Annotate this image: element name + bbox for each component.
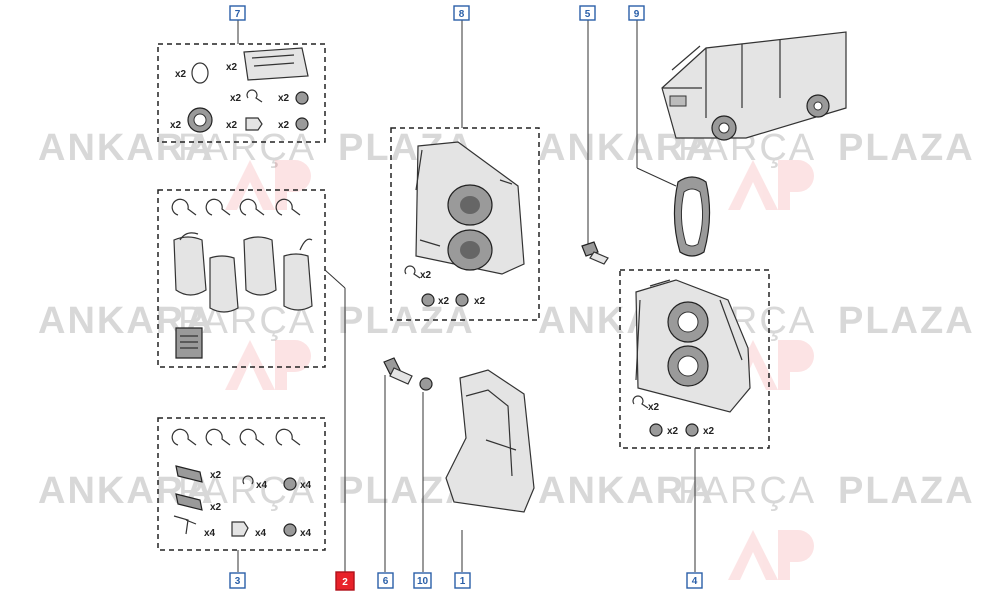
qty-label: x2 bbox=[703, 426, 715, 437]
callout-10[interactable]: 10 bbox=[413, 572, 432, 589]
callout-9[interactable]: 9 bbox=[628, 5, 645, 21]
dust-boot-icon bbox=[231, 521, 249, 537]
kit-4-caliper-assembly: x2 x2 x2 bbox=[619, 269, 770, 572]
callout-number: 5 bbox=[585, 9, 591, 20]
dust-boot-icon bbox=[245, 117, 263, 131]
callout-number: 9 bbox=[634, 9, 640, 20]
van-illustration-icon bbox=[661, 31, 847, 141]
callout-number: 7 bbox=[235, 9, 241, 20]
callout-6[interactable]: 6 bbox=[377, 572, 394, 589]
spring-clip-icon bbox=[246, 89, 263, 103]
part-1-caliper-carrier bbox=[445, 369, 535, 572]
washer-icon bbox=[283, 523, 297, 537]
kit-2-brake-pads bbox=[157, 189, 346, 572]
part-5-bleed-screw bbox=[581, 20, 609, 265]
ap-logo-watermark-icon bbox=[728, 160, 814, 210]
washer-icon bbox=[295, 117, 309, 131]
washer-icon bbox=[455, 293, 469, 307]
spring-clip-icon bbox=[404, 265, 421, 279]
qty-label: x2 bbox=[474, 296, 486, 307]
washer-icon bbox=[421, 293, 435, 307]
watermark-word: PLAZA bbox=[338, 300, 475, 342]
qty-label: x4 bbox=[300, 480, 312, 491]
qty-label: x2 bbox=[667, 426, 679, 437]
instruction-sheet-icon bbox=[175, 327, 203, 359]
brake-pad-icon bbox=[209, 255, 239, 313]
callout-number: 6 bbox=[383, 576, 389, 587]
kit-7-seals: x2 x2 x2 x2 x2 x2 x2 bbox=[157, 20, 326, 143]
watermark-word: PARÇA bbox=[678, 470, 816, 512]
qty-label: x4 bbox=[256, 480, 268, 491]
watermark-word: PLAZA bbox=[838, 300, 975, 342]
callout-8[interactable]: 8 bbox=[453, 5, 470, 21]
kit-frame bbox=[157, 417, 326, 551]
wear-sensor-icon bbox=[179, 232, 313, 251]
brake-pad-icon bbox=[243, 236, 277, 296]
washer-icon bbox=[295, 91, 309, 105]
qty-label: x4 bbox=[300, 528, 312, 539]
brake-pad-icon bbox=[283, 253, 313, 311]
watermark-word: PARÇA bbox=[178, 127, 316, 169]
callout-number: 1 bbox=[460, 576, 466, 587]
qty-label: x2 bbox=[438, 296, 450, 307]
qty-label: x4 bbox=[255, 528, 267, 539]
spring-clip-icon bbox=[171, 198, 301, 216]
callout-number: 10 bbox=[417, 576, 429, 587]
callout-3[interactable]: 3 bbox=[229, 572, 246, 589]
washer-icon bbox=[685, 423, 699, 437]
ap-logo-watermark-icon bbox=[728, 530, 814, 580]
spring-clip-icon bbox=[632, 395, 649, 409]
qty-label: x2 bbox=[210, 470, 222, 481]
qty-label: x2 bbox=[170, 120, 182, 131]
qty-label: x4 bbox=[204, 528, 216, 539]
kit-8-caliper-assembly: x2 x2 x2 bbox=[390, 20, 540, 321]
kit-frame bbox=[157, 43, 326, 143]
callout-number: 3 bbox=[235, 576, 241, 587]
part-6-bolt bbox=[383, 357, 413, 572]
guide-bushing-icon bbox=[175, 493, 203, 511]
callout-7[interactable]: 7 bbox=[229, 5, 246, 21]
callout-number: 8 bbox=[459, 9, 465, 20]
washer-icon bbox=[649, 423, 663, 437]
qty-label: x2 bbox=[278, 93, 290, 104]
o-ring-icon bbox=[191, 62, 209, 84]
qty-label: x2 bbox=[226, 62, 238, 73]
washer-icon bbox=[419, 377, 433, 391]
qty-label: x2 bbox=[230, 93, 242, 104]
kit-3-accessories: x2 x4 x4 x2 x4 x4 x4 bbox=[157, 417, 326, 572]
anti-rattle-spring-icon bbox=[173, 515, 197, 535]
callout-4[interactable]: 4 bbox=[686, 572, 703, 589]
watermark-word: ANKARA bbox=[38, 127, 215, 169]
qty-label: x2 bbox=[210, 502, 222, 513]
callout-number: 4 bbox=[692, 576, 698, 587]
brake-pad-icon bbox=[173, 236, 207, 296]
part-9-repair-ring bbox=[636, 20, 711, 257]
kit-frame bbox=[619, 269, 770, 449]
washer-icon bbox=[283, 477, 297, 491]
kit-frame bbox=[157, 189, 326, 368]
qty-label: x2 bbox=[278, 120, 290, 131]
callout-2-selected[interactable]: 2 bbox=[335, 571, 355, 591]
watermark-word: ANKARA bbox=[538, 470, 715, 512]
spring-clip-icon bbox=[242, 475, 254, 485]
qty-label: x2 bbox=[226, 120, 238, 131]
spring-clip-icon bbox=[171, 428, 301, 446]
qty-label: x2 bbox=[420, 270, 432, 281]
kit-frame bbox=[390, 127, 540, 321]
callout-5[interactable]: 5 bbox=[579, 5, 596, 21]
qty-label: x2 bbox=[175, 69, 187, 80]
brake-caliper-icon bbox=[635, 279, 751, 413]
callout-1[interactable]: 1 bbox=[454, 572, 471, 589]
ap-logo-watermark-icon bbox=[225, 340, 311, 390]
part-10-washer bbox=[419, 377, 433, 572]
callout-number: 2 bbox=[342, 577, 348, 588]
qty-label: x2 bbox=[648, 402, 660, 413]
watermark-row-1: ANKARA PARÇA PLAZA ANKARA PARÇA PLAZA bbox=[38, 127, 975, 169]
ap-logo-watermark-icon bbox=[225, 160, 311, 210]
guide-bushing-icon bbox=[175, 465, 203, 483]
watermark-word: PLAZA bbox=[838, 470, 975, 512]
watermark-word: PLAZA bbox=[838, 127, 975, 169]
